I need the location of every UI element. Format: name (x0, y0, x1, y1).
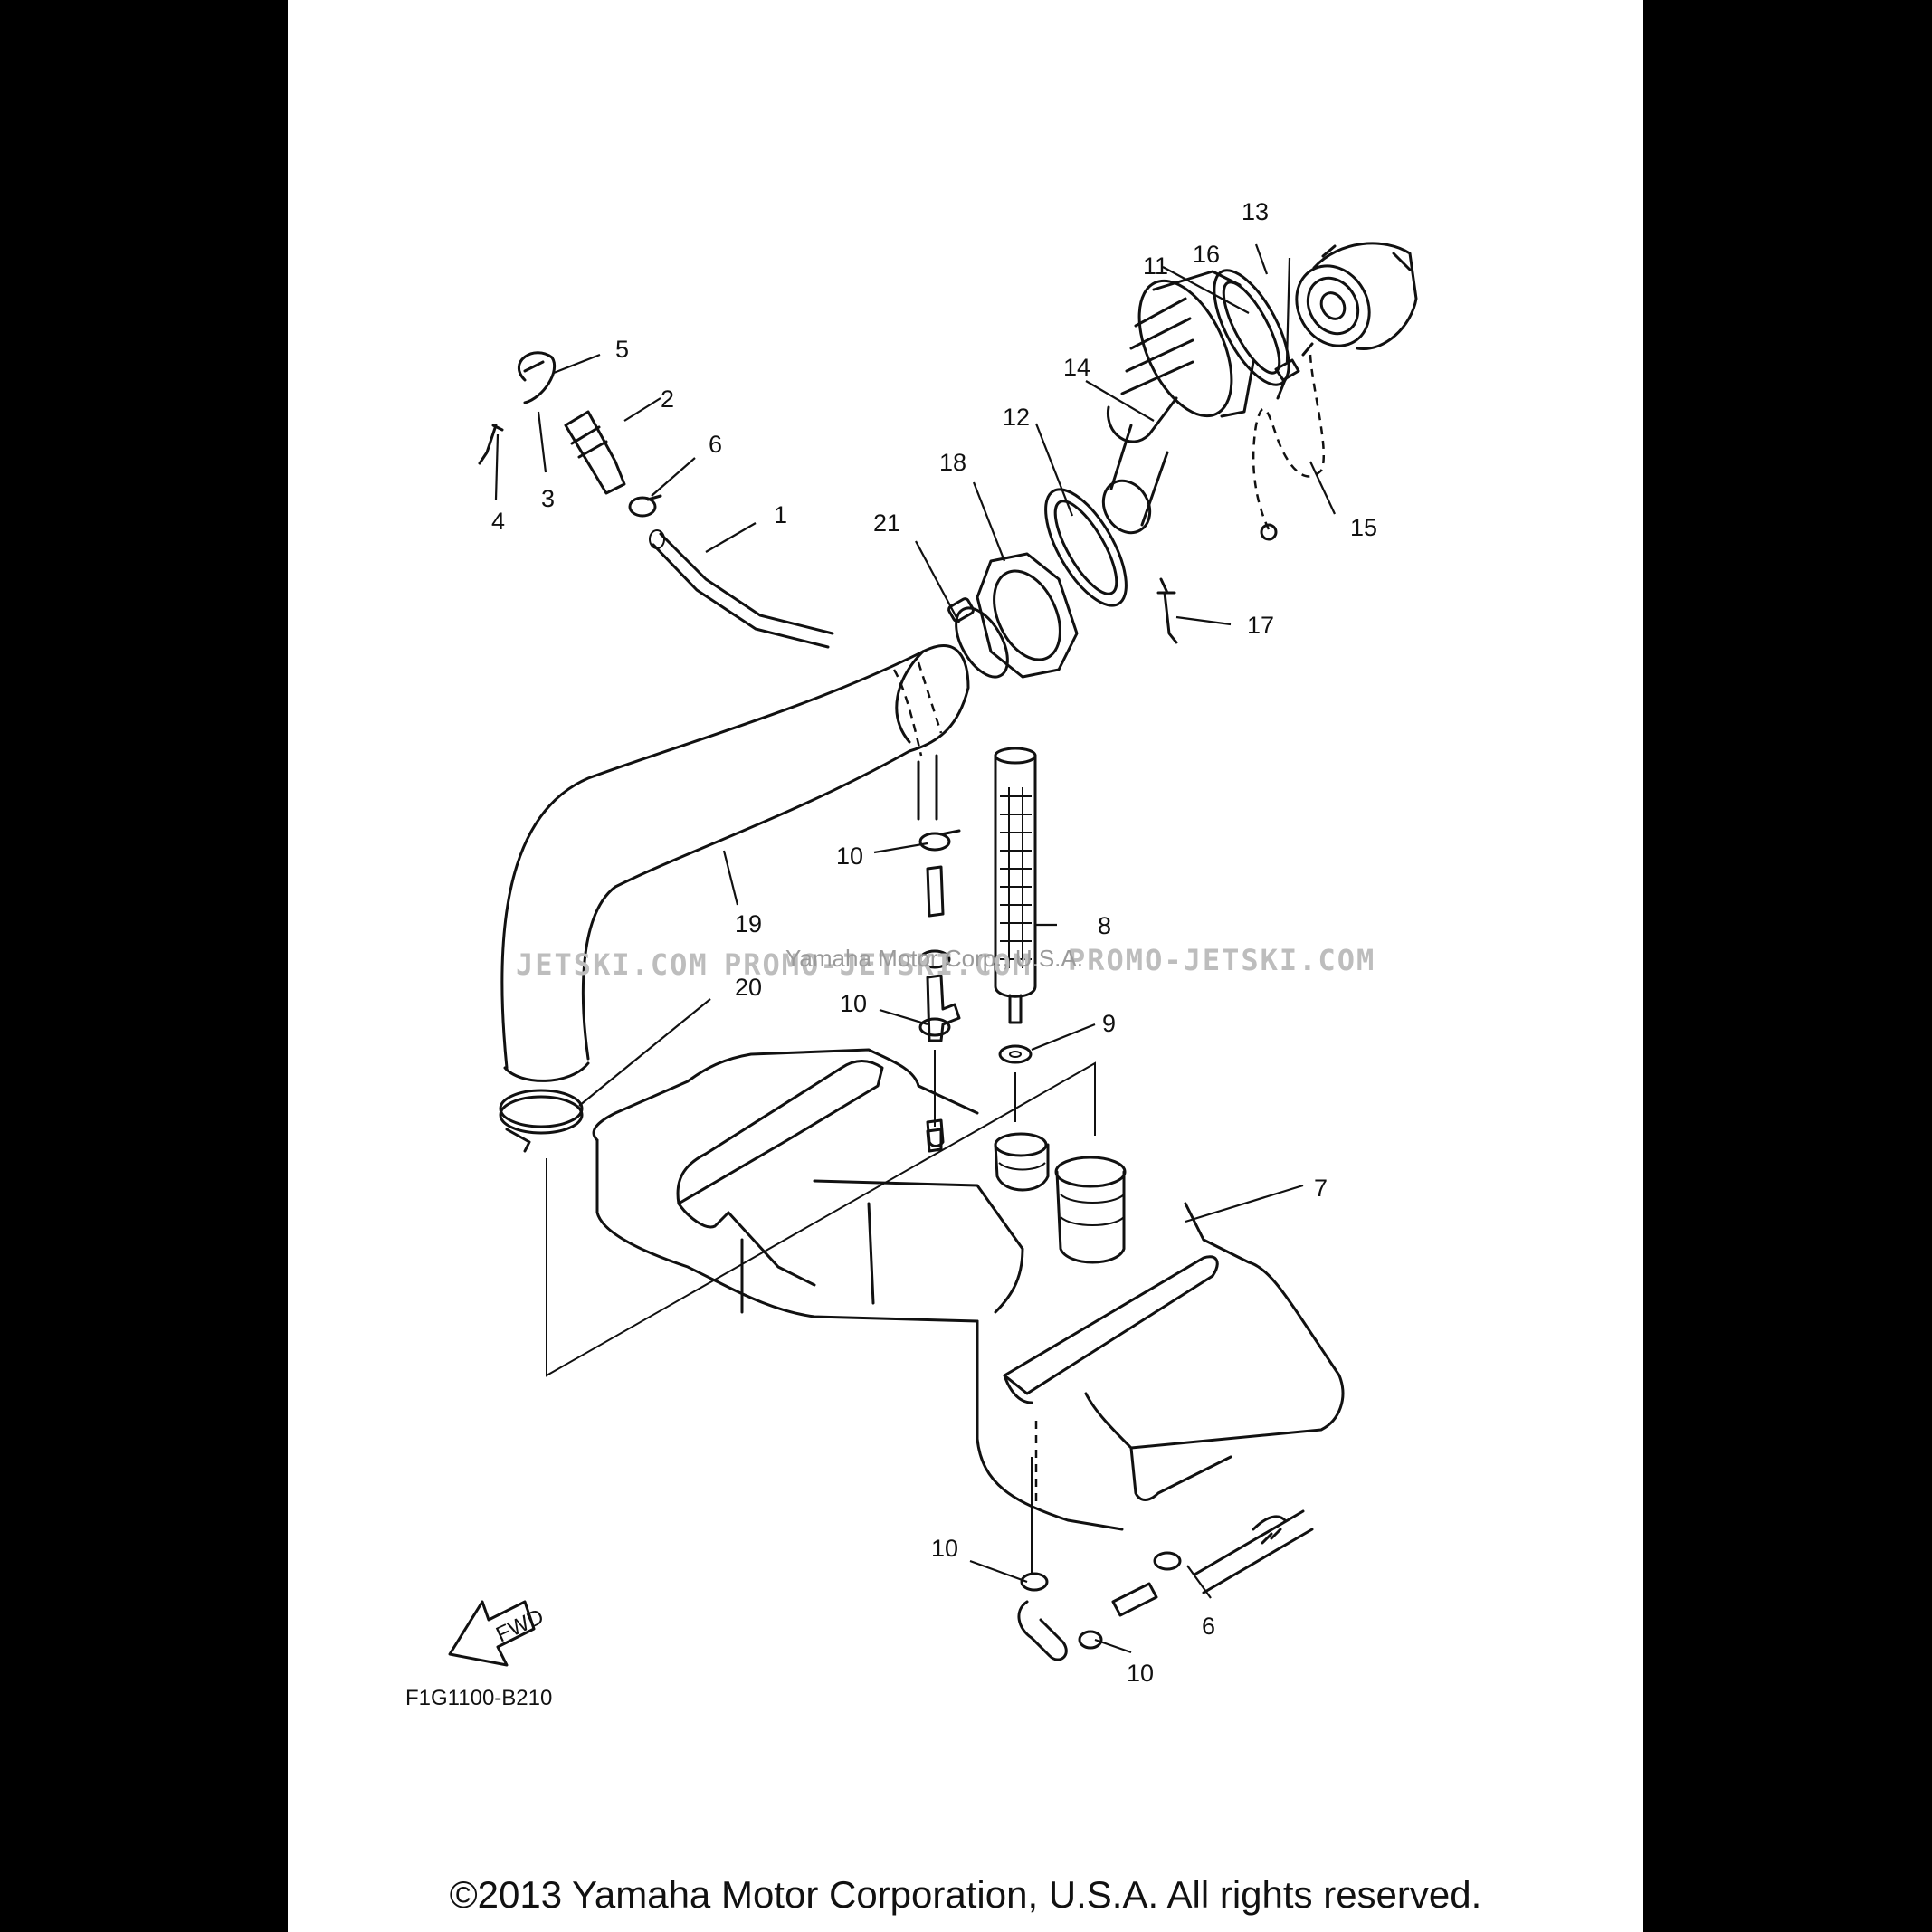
callout-14: 14 (1063, 354, 1090, 381)
screw-16 (1274, 358, 1300, 400)
callout-18: 18 (939, 449, 966, 476)
vent-hose-1 (649, 529, 834, 649)
callout-7: 7 (1314, 1175, 1328, 1202)
callout-21: 21 (873, 509, 900, 537)
clamp-6-top (628, 494, 662, 518)
callout-16: 16 (1193, 241, 1220, 268)
watermark-center: PROMO-JETSKI.COM (724, 947, 1032, 982)
callout-6-top: 6 (709, 431, 722, 458)
filler-hose-19 (500, 644, 970, 1082)
lower-fittings (1017, 1509, 1314, 1661)
callout-19: 19 (735, 910, 762, 937)
callout-12: 12 (1003, 404, 1030, 431)
callout-10-d: 10 (1127, 1660, 1154, 1687)
rivet-4 (478, 424, 504, 465)
callout-17: 17 (1247, 612, 1274, 639)
vent-fittings-10 (918, 829, 961, 1153)
assembly-guide-lines (546, 1061, 1096, 1575)
callout-1: 1 (774, 501, 787, 528)
callout-labels: 1 2 3 4 5 6 7 8 9 10 10 10 10 11 12 13 1… (491, 198, 1377, 1687)
fwd-arrow-icon: FWD (448, 1600, 547, 1667)
watermark-right: PROMO-JETSKI.COM (1068, 943, 1375, 977)
filler-neck-part (1101, 270, 1255, 535)
callout-4: 4 (491, 508, 505, 535)
filler-cap-part (1295, 242, 1418, 351)
callout-3: 3 (541, 485, 555, 512)
cap-chain-15 (1252, 342, 1325, 541)
callout-2: 2 (661, 385, 674, 413)
callout-6-bottom: 6 (1202, 1613, 1215, 1640)
callout-8: 8 (1098, 912, 1111, 939)
fuel-tank-7 (592, 1048, 1345, 1531)
fuel-strainer-8 (994, 747, 1037, 1024)
diagram-sheet (288, 0, 1643, 1932)
callout-5: 5 (615, 336, 629, 363)
watermark: JETSKI.COM PROMO-JETSKI.COM PROMO-JETSKI… (516, 943, 1375, 982)
watermark-brand: Yamaha Motor Corp., U.S.A. (785, 945, 1083, 972)
figure-code: F1G1100-B210 (405, 1686, 552, 1710)
grommet-9 (998, 1044, 1033, 1122)
watermark-left: JETSKI.COM (516, 947, 709, 982)
callout-10-b: 10 (840, 990, 867, 1017)
callout-9: 9 (1102, 1010, 1116, 1037)
callout-10-c: 10 (931, 1535, 958, 1562)
callout-15: 15 (1350, 514, 1377, 541)
callout-11: 11 (1143, 252, 1168, 280)
hose-clamp-20 (499, 1089, 584, 1153)
gasket-ring-12 (1044, 488, 1128, 607)
rivet-17 (1156, 577, 1178, 644)
clip-3-5 (518, 351, 557, 404)
fwd-label: FWD (492, 1604, 547, 1648)
gasket-ring-11 (1213, 269, 1290, 386)
callout-10-a: 10 (836, 842, 863, 870)
hose-clamp-21 (947, 597, 1009, 679)
callout-13: 13 (1242, 198, 1269, 225)
callout-20: 20 (735, 974, 762, 1001)
check-valve-2 (564, 410, 626, 495)
lock-nut-18 (976, 552, 1079, 679)
copyright-notice: ©2013 Yamaha Motor Corporation, U.S.A. A… (449, 1873, 1482, 1916)
leader-lines (494, 243, 1336, 1654)
